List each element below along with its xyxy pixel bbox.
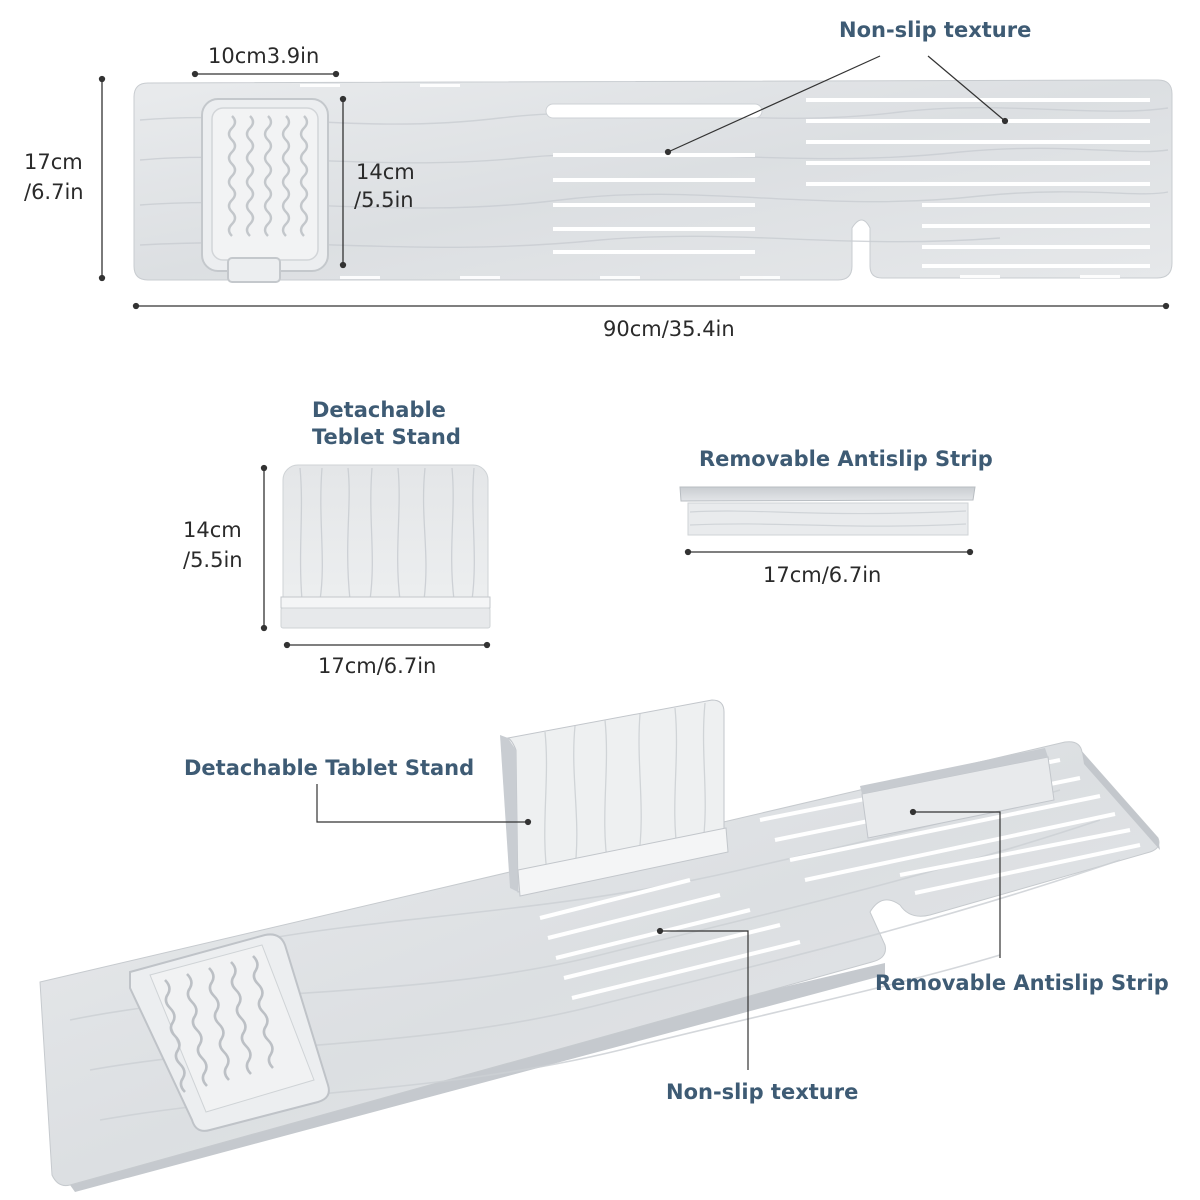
tablet-stand-dimension-lines	[260, 464, 491, 649]
tablet-stand-title-line1: Detachable	[312, 398, 446, 422]
perspective-texture-callout: Non-slip texture	[666, 1080, 859, 1104]
tray-height-dimension-cm: 14cm	[356, 160, 415, 184]
tablet-stand-height-cm: 14cm	[183, 518, 242, 542]
board-height-dimension-cm: 17cm	[24, 150, 83, 174]
perspective-callout-lines	[316, 784, 1001, 1070]
top-view-board	[133, 79, 1173, 283]
perspective-strip-callout: Removable Antislip Strip	[875, 971, 1169, 995]
tray-width-dimension: 10cm3.9in	[208, 44, 320, 68]
antislip-strip-drawing	[679, 486, 976, 536]
antislip-strip-title: Removable Antislip Strip	[699, 447, 993, 471]
top-view-dimension-lines	[98, 70, 1170, 310]
board-height-dimension-in: /6.7in	[24, 180, 84, 204]
tablet-stand-height-in: /5.5in	[183, 548, 243, 572]
tablet-stand-title-line2: Teblet Stand	[312, 425, 461, 449]
tablet-stand-width-dimension: 17cm/6.7in	[318, 654, 437, 678]
tray-height-dimension-in: /5.5in	[354, 188, 414, 212]
antislip-strip-width-dimension: 17cm/6.7in	[763, 563, 882, 587]
perspective-board	[39, 699, 1160, 1192]
top-view-callout-lines	[664, 55, 1009, 156]
perspective-tablet-callout: Detachable Tablet Stand	[184, 756, 475, 780]
antislip-strip-dimension-line	[684, 548, 974, 556]
top-view-texture-callout: Non-slip texture	[839, 18, 1032, 42]
board-length-dimension: 90cm/35.4in	[603, 317, 735, 341]
tablet-stand-drawing	[280, 464, 491, 629]
